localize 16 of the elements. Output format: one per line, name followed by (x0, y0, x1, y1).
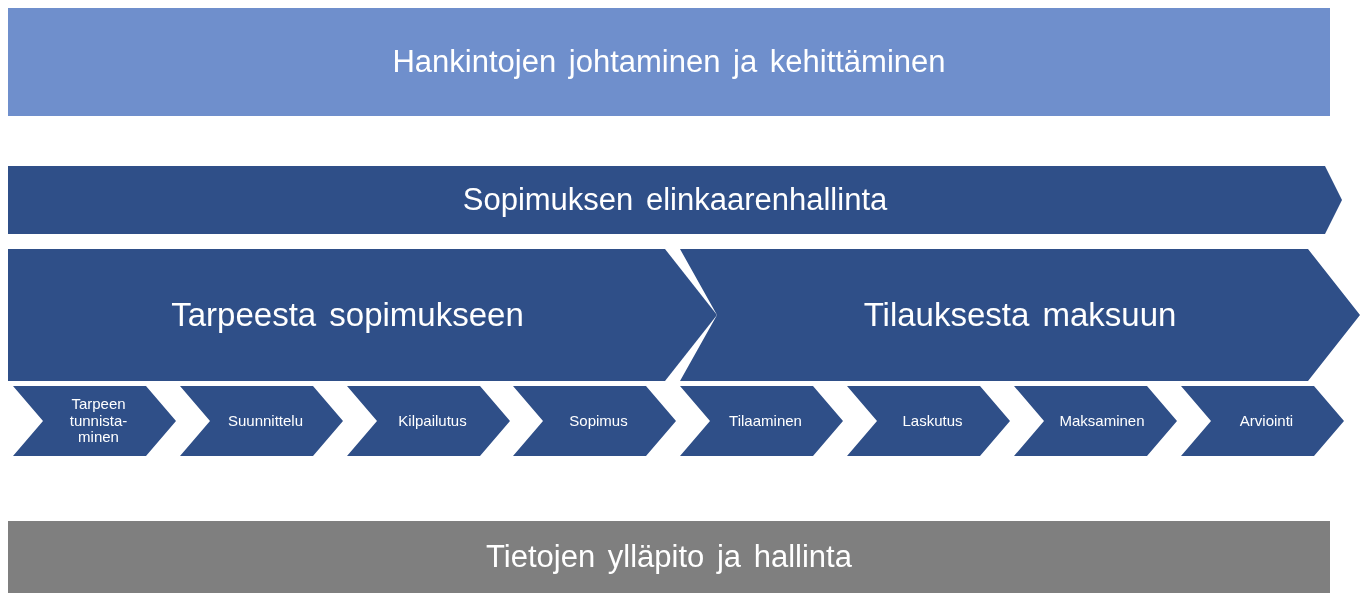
step-label: Arviointi (1239, 412, 1294, 430)
band-title: Tietojen ylläpito ja hallinta (486, 539, 852, 575)
arrow-band (8, 166, 1342, 234)
band-title: Sopimuksen elinkaarenhallinta (462, 182, 888, 218)
band-title: Tarpeesta sopimukseen (171, 296, 524, 334)
step-label: Sopimus (569, 412, 628, 430)
band-title: Tilauksesta maksuun (863, 296, 1177, 334)
step-label: Tarpeen tunnista- minen (68, 396, 129, 446)
band (8, 8, 1330, 116)
chevron-shape (8, 249, 717, 381)
band (8, 521, 1330, 593)
step-label: Laskutus (902, 412, 963, 430)
step-label: Suunnittelu (227, 412, 304, 430)
step-label: Kilpailutus (398, 412, 467, 430)
band-title: Hankintojen johtaminen ja kehittäminen (392, 44, 946, 80)
step-label: Tilaaminen (729, 412, 802, 430)
